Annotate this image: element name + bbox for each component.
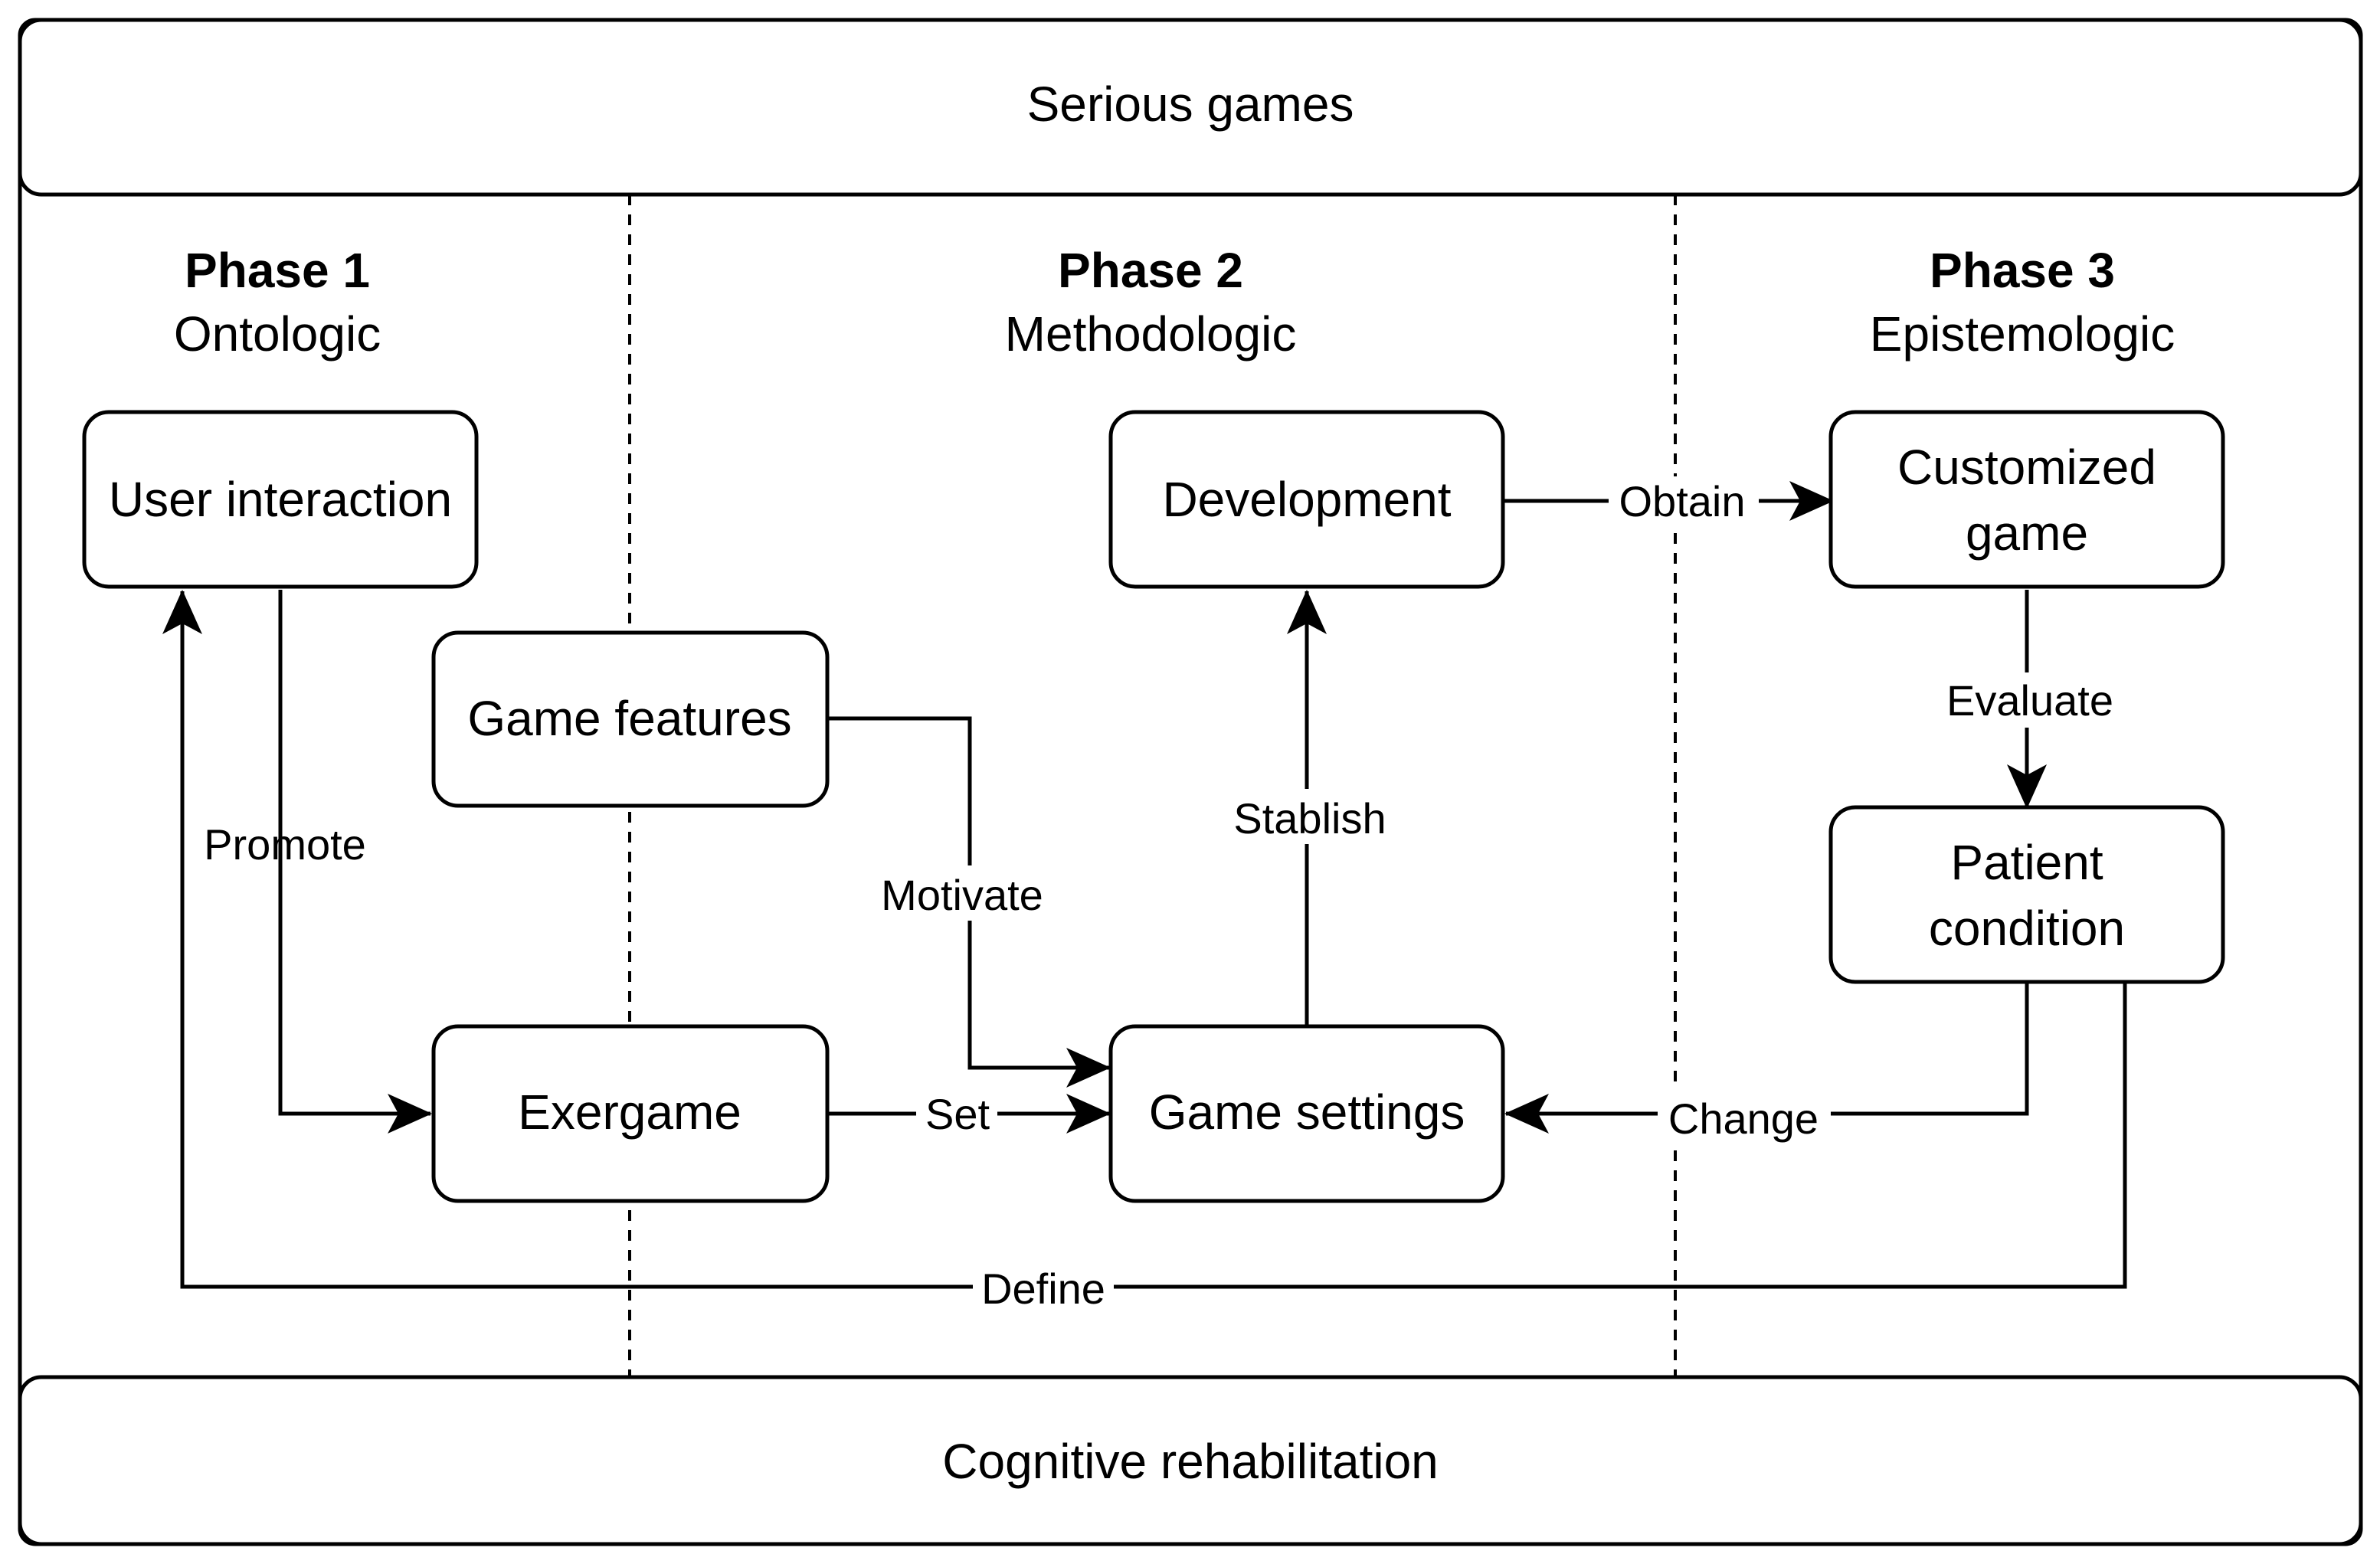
phase-3-subtitle: Epistemologic [1870,306,2175,362]
edge-define [162,590,2127,1289]
node-user-interaction: User interaction [82,410,479,589]
node-game-settings: Game settings [1108,1024,1505,1203]
node-customized-game: Customized game [1828,410,2225,589]
node-game-features-label: Game features [467,691,791,746]
header-label: Serious games [1027,77,1354,132]
header-band [18,18,2363,197]
edge-label-motivate: Motivate [881,871,1043,919]
edge-promote [278,590,432,1134]
phase-2-subtitle: Methodologic [1005,306,1297,362]
edge-label-obtain: Obtain [1619,477,1746,525]
footer-band [18,1375,2363,1546]
node-customized-game-line2: game [1966,506,2088,561]
edge-label-change-bg [1658,1091,1831,1143]
edge-label-change: Change [1668,1094,1819,1143]
node-patient-condition-line1: Patient [1950,835,2103,890]
edge-label-obtain-bg [1609,476,1759,527]
edge-label-promote: Promote [204,820,366,869]
node-development: Development [1108,410,1505,589]
phase-3-title: Phase 3 [1930,243,2115,298]
node-customized-game-line1: Customized [1897,440,2156,495]
edge-label-stablish-bg [1218,789,1402,844]
node-user-interaction-label: User interaction [109,472,452,527]
footer-label: Cognitive rehabilitation [942,1434,1439,1489]
phase-2-title: Phase 2 [1058,243,1243,298]
edge-label-motivate-bg [866,865,1074,921]
edge-label-evaluate-bg [1930,672,2128,728]
edge-label-set: Set [925,1090,990,1138]
edge-label-define-bg [973,1262,1114,1314]
edge-label-stablish: Stablish [1233,794,1386,843]
phase-1-subtitle: Ontologic [174,306,381,362]
node-development-label: Development [1162,472,1451,527]
node-exergame: Exergame [431,1024,830,1203]
node-patient-condition: Patient condition [1828,805,2225,984]
node-game-features: Game features [431,630,830,808]
edge-label-evaluate: Evaluate [1946,676,2113,725]
node-exergame-label: Exergame [518,1085,741,1140]
phase-1-title: Phase 1 [185,243,370,298]
node-patient-condition-line2: condition [1929,901,2125,956]
edge-label-define: Define [981,1265,1105,1313]
node-game-settings-label: Game settings [1149,1085,1465,1140]
edge-label-set-bg [916,1088,997,1140]
